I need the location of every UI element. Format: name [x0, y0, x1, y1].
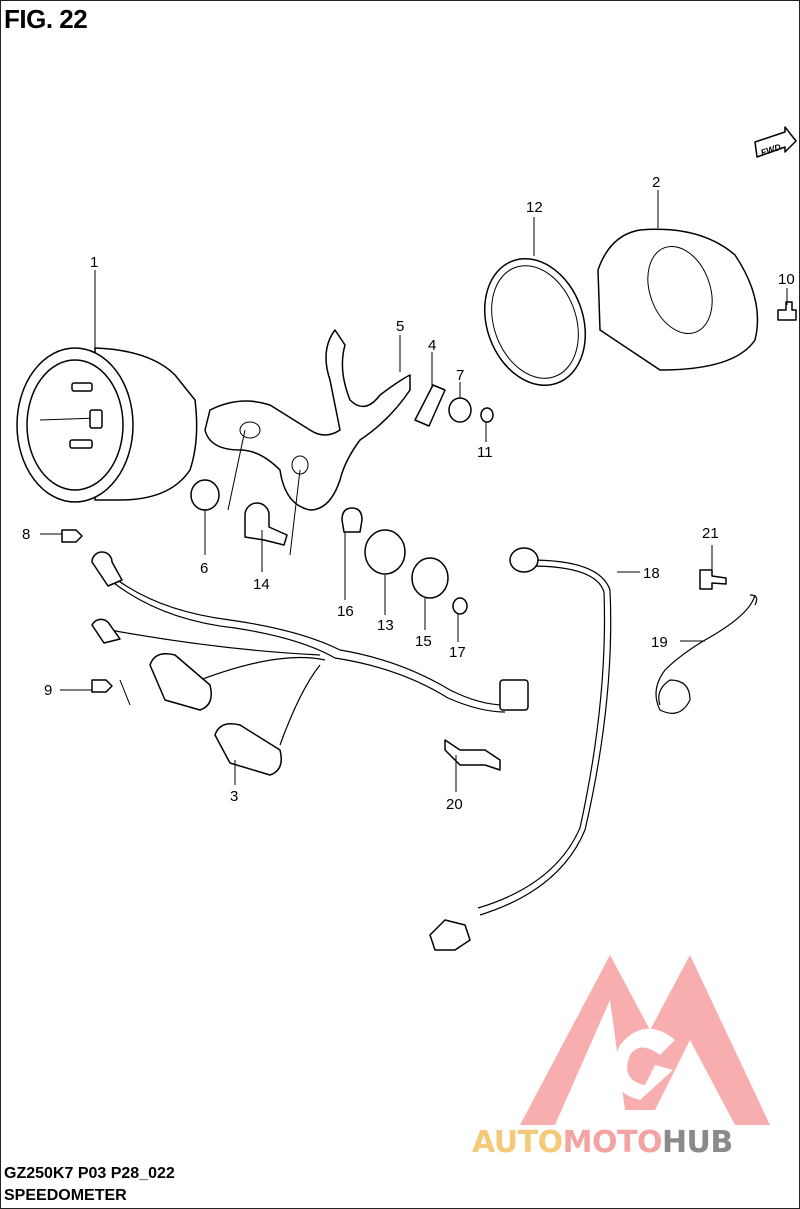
callout-10: 10 [778, 271, 795, 288]
callout-15: 15 [415, 633, 432, 650]
bezel-ring [483, 258, 587, 386]
callout-5: 5 [396, 318, 404, 335]
callout-7: 7 [456, 367, 464, 384]
speedometer-cable [429, 547, 612, 951]
callout-2: 2 [652, 174, 660, 191]
watermark-text: AUTOMOTOHUB [472, 1125, 733, 1160]
callout-1: 1 [90, 254, 98, 271]
small-parts [61, 384, 727, 693]
speedometer-assembly [16, 347, 198, 503]
fwd-arrow-icon: FWD [754, 126, 797, 158]
callout-16: 16 [337, 603, 354, 620]
mounting-bracket [204, 329, 411, 511]
callout-14: 14 [253, 576, 270, 593]
callout-6: 6 [200, 560, 208, 577]
callout-13: 13 [377, 617, 394, 634]
callout-18: 18 [643, 565, 660, 582]
model-code: GZ250K7 P03 P28_022 [4, 1165, 175, 1182]
callout-21: 21 [702, 525, 719, 542]
callout-3: 3 [230, 788, 238, 805]
callout-19: 19 [651, 634, 668, 651]
callout-17: 17 [449, 644, 466, 661]
screw [777, 301, 797, 321]
callout-4: 4 [428, 337, 436, 354]
callout-20: 20 [446, 796, 463, 813]
callout-12: 12 [526, 199, 543, 216]
diagram-caption: SPEEDOMETER [4, 1187, 127, 1204]
leader-lines [40, 190, 788, 792]
figure-title: FIG. 22 [4, 4, 88, 34]
watermark-part-auto: AUTO [472, 1125, 563, 1160]
return-spring [655, 594, 758, 714]
watermark-part-hub: HUB [661, 1125, 733, 1160]
wiring-harness [91, 551, 529, 776]
callout-11: 11 [477, 444, 493, 461]
watermark-logo [520, 955, 770, 1125]
watermark-part-moto: MOTO [562, 1125, 663, 1160]
callout-8: 8 [22, 526, 30, 543]
callout-labels: 1 2 3 4 5 6 7 8 9 10 11 12 13 14 15 16 1… [22, 174, 795, 813]
callout-9: 9 [44, 682, 52, 699]
speedometer-cover [597, 228, 759, 371]
